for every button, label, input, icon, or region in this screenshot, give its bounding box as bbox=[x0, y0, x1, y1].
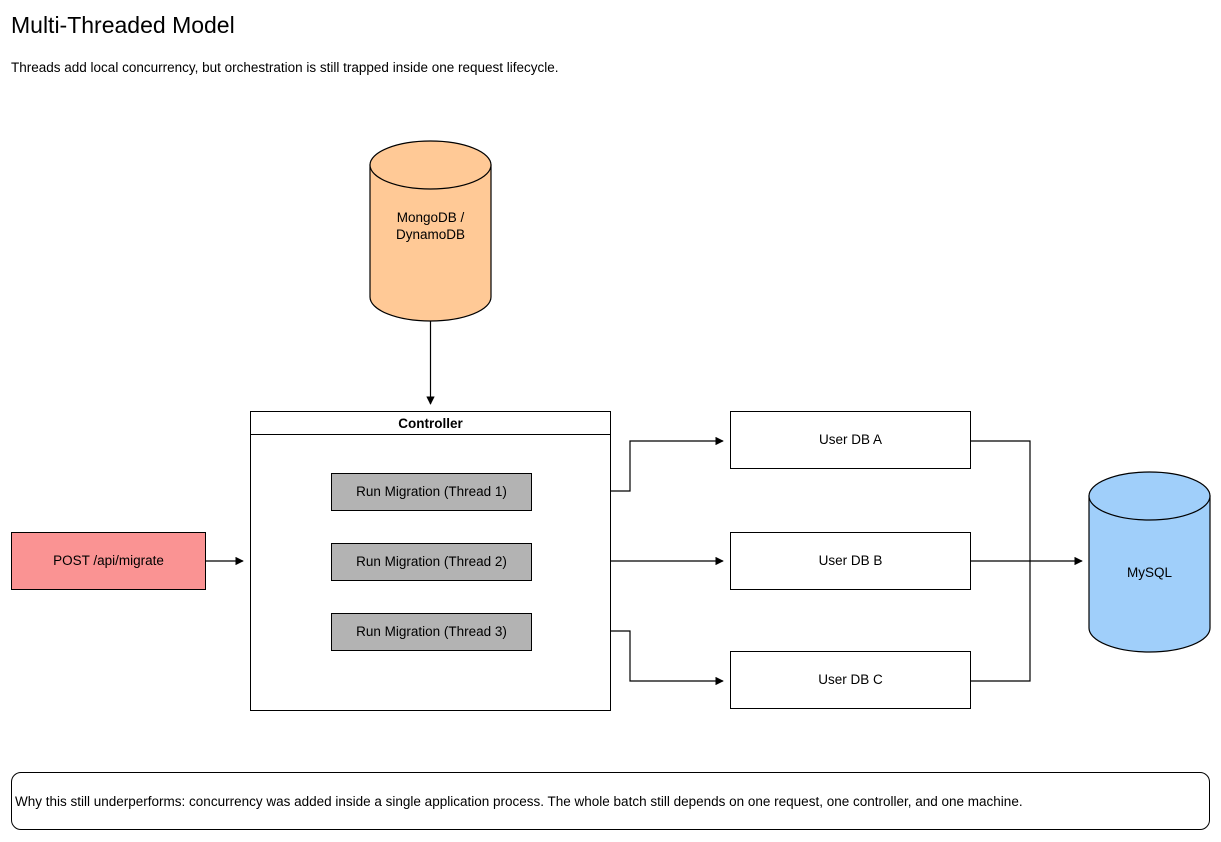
thread-3-label: Run Migration (Thread 3) bbox=[356, 624, 507, 639]
controller-title: Controller bbox=[251, 412, 610, 435]
user-db-c-label: User DB C bbox=[818, 672, 883, 687]
edge-userdb-c-to-mysql bbox=[971, 561, 1031, 682]
page-title: Multi-Threaded Model bbox=[11, 12, 235, 38]
user-db-b-label: User DB B bbox=[818, 553, 883, 568]
edge-userdb-a-to-mysql bbox=[971, 440, 1031, 561]
thread-2-label: Run Migration (Thread 2) bbox=[356, 554, 507, 569]
mongodb-cylinder bbox=[369, 140, 492, 322]
footer-note-text: Why this still underperforms: concurrenc… bbox=[15, 793, 1023, 809]
user-db-a-label: User DB A bbox=[818, 432, 883, 447]
mongodb-label: MongoDB / DynamoDB bbox=[370, 209, 491, 243]
mysql-cylinder bbox=[1088, 471, 1211, 653]
mongodb-label-line1: MongoDB / bbox=[396, 210, 465, 225]
post-api-migrate-node[interactable]: POST /api/migrate bbox=[11, 532, 206, 590]
mysql-node[interactable]: MySQL bbox=[1089, 472, 1210, 652]
user-db-c-node[interactable]: User DB C bbox=[730, 651, 971, 709]
footer-note-box: Why this still underperforms: concurrenc… bbox=[11, 772, 1210, 830]
thread-2-node[interactable]: Run Migration (Thread 2) bbox=[331, 543, 532, 581]
thread-3-node[interactable]: Run Migration (Thread 3) bbox=[331, 613, 532, 651]
mysql-label: MySQL bbox=[1126, 565, 1172, 580]
thread-1-node[interactable]: Run Migration (Thread 1) bbox=[331, 473, 532, 511]
user-db-a-node[interactable]: User DB A bbox=[730, 411, 971, 469]
user-db-b-node[interactable]: User DB B bbox=[730, 532, 971, 590]
thread-1-label: Run Migration (Thread 1) bbox=[356, 484, 507, 499]
controller-container[interactable]: Controller Run Migration (Thread 1) Run … bbox=[250, 411, 611, 711]
post-api-migrate-label: POST /api/migrate bbox=[53, 553, 164, 568]
page-subtitle: Threads add local concurrency, but orche… bbox=[11, 60, 559, 75]
mongodb-node[interactable]: MongoDB / DynamoDB bbox=[370, 141, 491, 321]
mongodb-label-line2: DynamoDB bbox=[395, 227, 466, 242]
